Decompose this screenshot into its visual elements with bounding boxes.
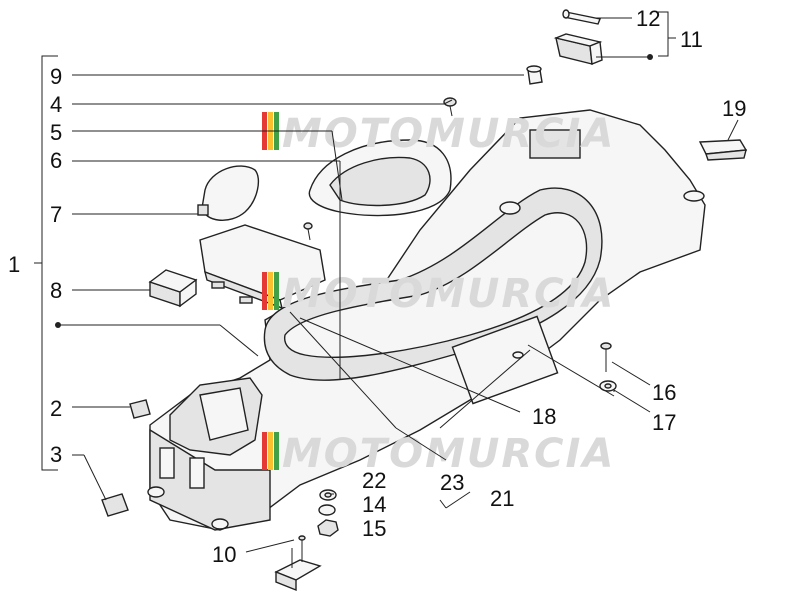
watermark-text: MOTOMURCIA [282, 271, 615, 317]
part-9-plug [526, 65, 543, 85]
callout-1: 1 [8, 252, 20, 277]
part-16-screw [600, 342, 612, 372]
part-10-bracket [274, 535, 322, 592]
leader-dot [647, 54, 653, 60]
callout-8: 8 [50, 278, 62, 303]
group-1-bracket [34, 55, 58, 471]
group-11-bracket [658, 11, 676, 57]
callout-4: 4 [50, 92, 62, 117]
part-22-washer [319, 489, 337, 501]
watermark-top: MOTOMURCIA [262, 111, 615, 157]
part-2-clip [129, 399, 151, 419]
callout-12: 12 [636, 6, 660, 31]
part-19-cap [698, 139, 748, 161]
callout-7: 7 [50, 202, 62, 227]
part-4-screw [443, 97, 457, 117]
leader-lines [55, 17, 739, 553]
part-11-block [553, 33, 603, 65]
callout-3: 3 [50, 442, 62, 467]
part-6-plate [308, 139, 452, 217]
part-15-nut [317, 519, 339, 537]
callout-19: 19 [722, 96, 746, 121]
callout-10: 10 [212, 542, 236, 567]
callout-14: 14 [362, 492, 386, 517]
callout-11: 11 [680, 27, 703, 52]
watermark-text: MOTOMURCIA [282, 431, 615, 477]
callout-5: 5 [50, 120, 62, 145]
part-8-box [148, 269, 198, 308]
part-12-pin [562, 9, 601, 25]
callout-17: 17 [652, 410, 676, 435]
callout-2: 2 [50, 396, 62, 421]
watermark-middle: MOTOMURCIA [262, 271, 615, 317]
part-3-clip [101, 493, 129, 517]
callout-21: 21 [490, 486, 514, 511]
callout-15: 15 [362, 516, 386, 541]
under-seat-body [147, 109, 706, 531]
callout-18: 18 [532, 404, 556, 429]
watermark-text: MOTOMURCIA [282, 111, 615, 157]
callout-9: 9 [50, 64, 62, 89]
small-screw [303, 222, 313, 241]
watermark-bottom: MOTOMURCIA [262, 431, 615, 477]
callout-16: 16 [652, 380, 676, 405]
part-17-washer [599, 380, 617, 392]
part-7-lid [197, 165, 260, 221]
part-14-washer [318, 504, 336, 516]
callout-22: 22 [362, 468, 386, 493]
callout-6: 6 [50, 148, 62, 173]
callout-23: 23 [440, 470, 464, 495]
